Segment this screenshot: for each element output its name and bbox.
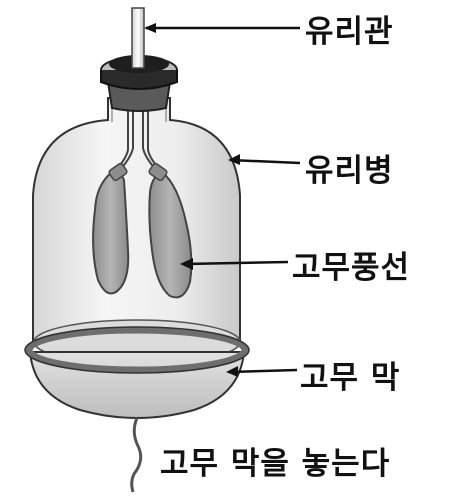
arrowhead-membrane: [226, 366, 238, 377]
left-balloon: [92, 170, 130, 295]
glass-bottle: [32, 97, 241, 346]
arrowhead-tube: [144, 23, 156, 33]
arrowhead-balloon: [180, 258, 193, 270]
right-balloon: [148, 170, 193, 299]
membrane-string: [130, 417, 143, 493]
right-balloon-neck: [148, 162, 168, 182]
glass-tube: [131, 7, 145, 69]
pointer-lines: [146, 26, 301, 374]
arrowhead-bottle: [228, 154, 240, 165]
y-tube: [111, 108, 165, 175]
label-action: 고무 막을 놓는다: [160, 446, 391, 482]
label-rubber-balloon: 고무풍선: [292, 250, 411, 286]
pointer-membrane: [229, 368, 298, 374]
stopper-lower: [106, 81, 172, 112]
left-balloon-neck: [108, 162, 128, 182]
label-rubber-membrane: 고무 막: [300, 360, 401, 396]
label-glass-bottle: 유리병: [305, 153, 394, 189]
label-glass-tube: 유리관: [305, 14, 394, 50]
pointer-arrowheads: [144, 23, 240, 377]
rubber-ring-outline: [24, 326, 250, 374]
pointer-bottle: [229, 158, 301, 165]
rubber-ring: [25, 326, 249, 374]
stopper-band: [100, 70, 178, 90]
pointer-balloon: [184, 260, 289, 266]
